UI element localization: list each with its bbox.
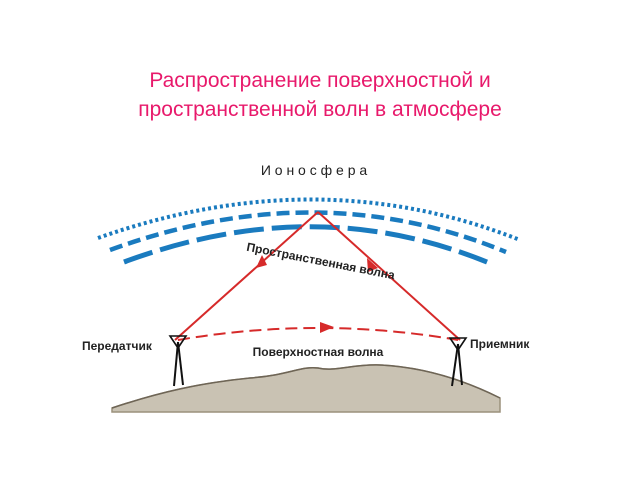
ground: [111, 364, 501, 413]
slide-title-line-2: пространственной волн в атмосфере: [138, 98, 502, 121]
ground-wave-label: Поверхностная волна: [253, 345, 384, 359]
sky-wave-arrow-up-icon: [256, 255, 267, 268]
sky-wave-arrow-down-icon: [367, 258, 378, 272]
receiver-antenna-icon: [448, 337, 468, 387]
transmitter-label: Передатчик: [82, 339, 153, 353]
ionosphere-layer-middle: [109, 210, 507, 255]
sky-wave-down: [317, 211, 461, 341]
ionosphere-label: И о н о с ф е р а: [261, 162, 368, 178]
ionosphere-layer-inner: [123, 224, 495, 268]
ground-wave: [177, 327, 459, 341]
sky-wave-up: [174, 211, 319, 341]
slide-title-line-1: Распространение поверхностной и: [149, 69, 491, 92]
ground-surface-line: [111, 364, 501, 409]
receiver-label: Приемник: [470, 337, 530, 351]
slide-title: Распространение поверхностной и простран…: [0, 66, 640, 124]
ionosphere-layer-outer: [97, 197, 521, 242]
transmitter-antenna-icon: [168, 335, 188, 387]
ground-wave-arrow-icon: [320, 322, 334, 333]
